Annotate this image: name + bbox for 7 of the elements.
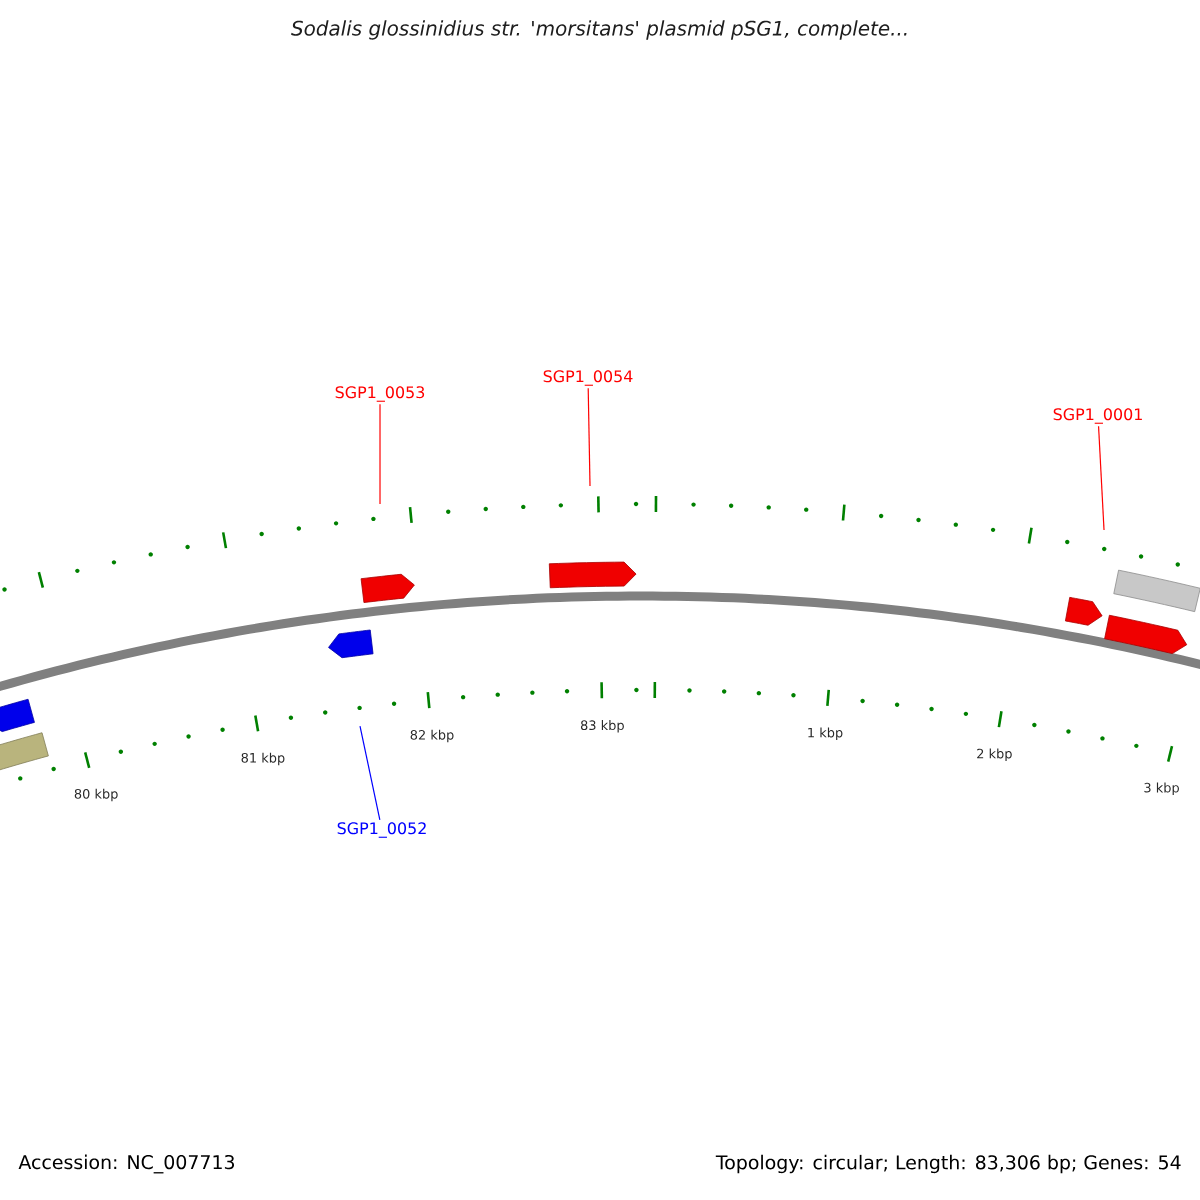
leader-line	[359, 725, 381, 821]
title: Sodalis glossinidius str. 'morsitans' plasmid pSG1, complete...	[291, 20, 907, 40]
footer-text: Topology: circular; Length: 83,306 bp; Genes: 54	[715, 1154, 1181, 1174]
leader-line	[587, 387, 591, 487]
leader-line	[1097, 425, 1105, 531]
leader-line	[379, 403, 381, 505]
footer-text: Accession: NC_007713	[18, 1154, 234, 1174]
